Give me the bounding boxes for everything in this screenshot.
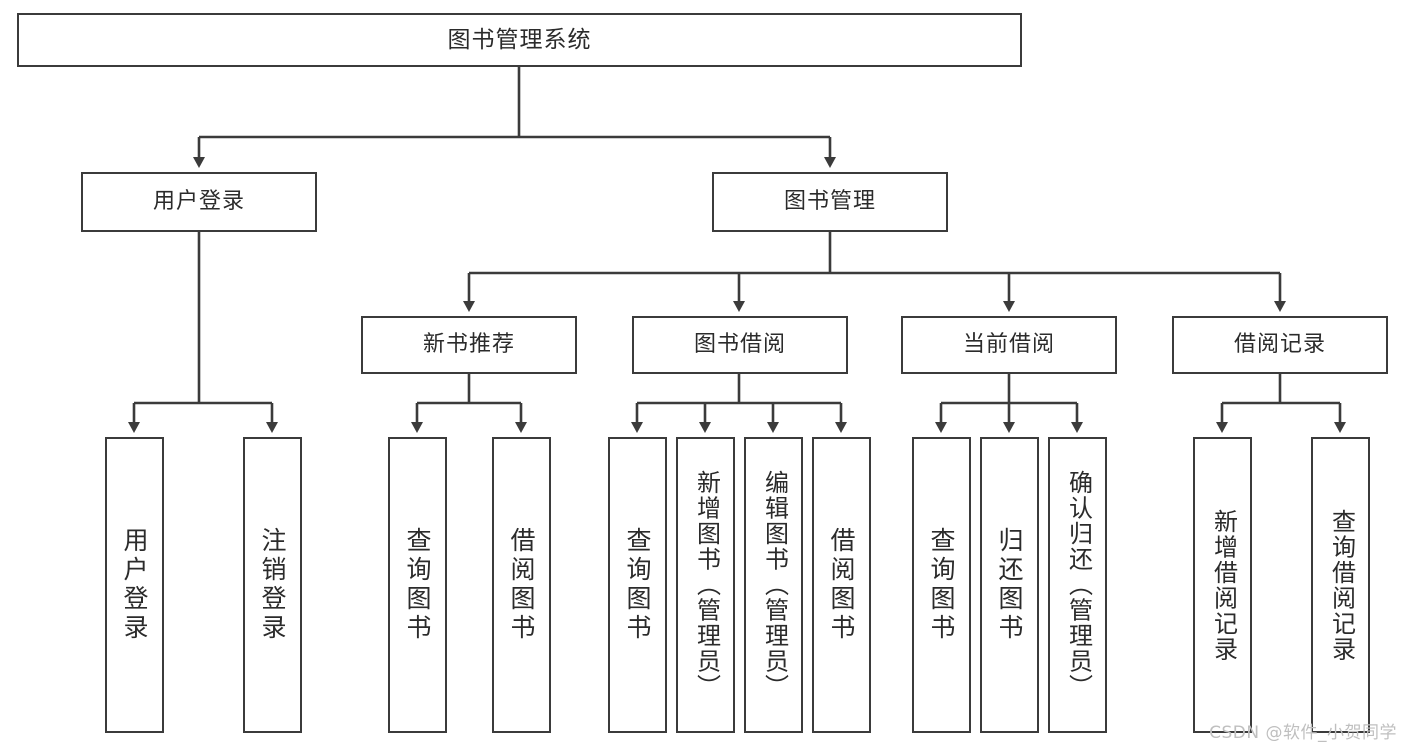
leaf-label: 编辑图书（管理员） xyxy=(760,470,789,700)
leaf-currentborrow-query-books[interactable]: 查询图书 xyxy=(912,437,971,733)
leaf-label: 用户登录 xyxy=(120,527,149,643)
node-label: 图书借阅 xyxy=(693,332,786,358)
leaf-user-login-signout[interactable]: 注销登录 xyxy=(243,437,302,733)
leaf-label: 确认归还（管理员） xyxy=(1064,470,1093,700)
node-label: 图书管理 xyxy=(783,189,876,215)
edges-root-to-level2 xyxy=(193,67,836,168)
node-new-book-recommend[interactable]: 新书推荐 xyxy=(361,316,577,374)
edges-newbook-to-leaves xyxy=(411,374,527,433)
node-user-login[interactable]: 用户登录 xyxy=(81,172,317,232)
leaf-label: 查询图书 xyxy=(403,527,432,643)
leaf-bookborrow-query-books[interactable]: 查询图书 xyxy=(608,437,667,733)
edges-currentborrow-to-leaves xyxy=(935,374,1083,433)
leaf-bookborrow-add-book-admin[interactable]: 新增图书（管理员） xyxy=(676,437,735,733)
leaf-user-login-signin[interactable]: 用户登录 xyxy=(105,437,164,733)
node-root-library-system[interactable]: 图书管理系统 xyxy=(17,13,1022,67)
leaf-label: 新增借阅记录 xyxy=(1209,508,1238,662)
leaf-bookborrow-borrow-books[interactable]: 借阅图书 xyxy=(812,437,871,733)
leaf-label: 查询借阅记录 xyxy=(1327,508,1356,662)
node-label: 用户登录 xyxy=(152,189,245,215)
leaf-label: 查询图书 xyxy=(927,527,956,643)
node-current-borrow[interactable]: 当前借阅 xyxy=(901,316,1117,374)
node-label: 图书管理系统 xyxy=(447,26,592,53)
leaf-label: 注销登录 xyxy=(258,527,287,643)
leaf-label: 查询图书 xyxy=(623,527,652,643)
edges-bookmgmt-to-level3 xyxy=(463,232,1286,312)
leaf-borrowrecord-query-record[interactable]: 查询借阅记录 xyxy=(1311,437,1370,733)
node-borrow-record[interactable]: 借阅记录 xyxy=(1172,316,1388,374)
leaf-newbook-query-books[interactable]: 查询图书 xyxy=(388,437,447,733)
node-book-borrow[interactable]: 图书借阅 xyxy=(632,316,848,374)
node-label: 新书推荐 xyxy=(422,332,515,358)
edges-borrowrecord-to-leaves xyxy=(1216,374,1346,433)
leaf-currentborrow-confirm-return-admin[interactable]: 确认归还（管理员） xyxy=(1048,437,1107,733)
edges-userlogin-to-leaves xyxy=(128,232,278,433)
leaf-newbook-borrow-books[interactable]: 借阅图书 xyxy=(492,437,551,733)
edges-bookborrow-to-leaves xyxy=(631,374,847,433)
leaf-currentborrow-return-books[interactable]: 归还图书 xyxy=(980,437,1039,733)
node-label: 当前借阅 xyxy=(962,332,1055,358)
node-label: 借阅记录 xyxy=(1233,332,1326,358)
csdn-watermark: CSDN @软件_小贺同学 xyxy=(1209,723,1397,743)
leaf-label: 新增图书（管理员） xyxy=(692,470,721,700)
leaf-bookborrow-edit-book-admin[interactable]: 编辑图书（管理员） xyxy=(744,437,803,733)
leaf-label: 归还图书 xyxy=(995,527,1024,643)
leaf-label: 借阅图书 xyxy=(827,527,856,643)
node-book-management[interactable]: 图书管理 xyxy=(712,172,948,232)
leaf-borrowrecord-add-record[interactable]: 新增借阅记录 xyxy=(1193,437,1252,733)
leaf-label: 借阅图书 xyxy=(507,527,536,643)
